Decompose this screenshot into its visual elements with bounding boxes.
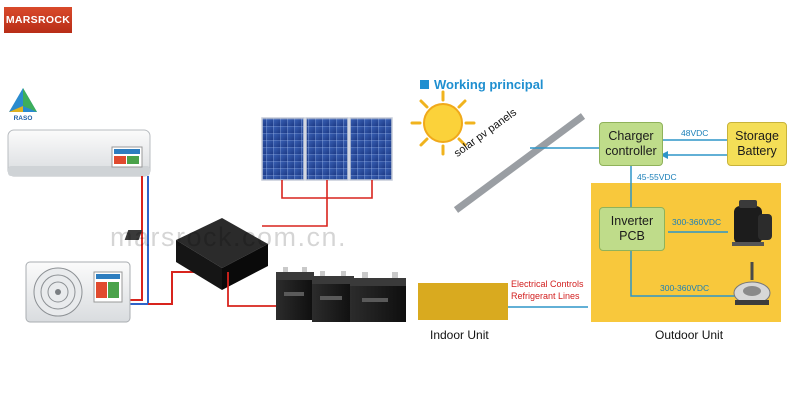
charger-label-line1: Charger bbox=[608, 129, 654, 143]
solar-pv-panel-bar bbox=[453, 113, 586, 213]
working-diagram bbox=[410, 90, 781, 322]
inverter-label-line1: Inverter bbox=[610, 214, 654, 228]
diagram-title: Working principal bbox=[434, 77, 544, 92]
raso-certification-badge: RASO bbox=[9, 88, 37, 122]
voltage-fan-label: 300-360VDC bbox=[660, 283, 710, 293]
fan-motor-icon bbox=[733, 262, 771, 305]
voltage-compressor-label: 300-360VDC bbox=[672, 217, 722, 227]
brand-logo: MARSROCK bbox=[4, 7, 72, 33]
refrigerant-lines-label: Refrigerant Lines bbox=[511, 291, 580, 301]
raso-badge-text: RASO bbox=[14, 115, 33, 122]
electrical-controls-label: Electrical Controls bbox=[511, 279, 584, 289]
storage-label-line2: Battery bbox=[737, 144, 777, 158]
outdoor-unit-label: Outdoor Unit bbox=[655, 328, 724, 342]
compressor-icon bbox=[732, 200, 772, 246]
storage-label-line1: Storage bbox=[735, 129, 779, 143]
indoor-ac-unit-photo bbox=[7, 129, 151, 177]
system-illustration bbox=[7, 117, 406, 323]
inverter-label-line2: PCB bbox=[619, 229, 645, 243]
solar-panel-array-photo bbox=[261, 117, 393, 181]
controller-box-photo bbox=[124, 218, 268, 290]
charger-label-line2: controller bbox=[605, 144, 657, 158]
title-bullet bbox=[420, 80, 429, 89]
charger-controller-box: Charger controller bbox=[599, 122, 663, 166]
indoor-unit-box bbox=[418, 283, 508, 320]
voltage-48vdc-label: 48VDC bbox=[681, 128, 709, 138]
outdoor-ac-unit-photo bbox=[25, 261, 131, 323]
watermark-text: marsrock.com.cn. bbox=[110, 222, 348, 252]
sun-icon bbox=[410, 90, 476, 156]
voltage-45-55vdc-label: 45-55VDC bbox=[637, 172, 677, 182]
indoor-unit-label: Indoor Unit bbox=[430, 328, 489, 342]
storage-battery-box: Storage Battery bbox=[727, 122, 787, 166]
battery-bank-photo bbox=[276, 267, 406, 322]
inverter-pcb-box: Inverter PCB bbox=[599, 207, 665, 251]
